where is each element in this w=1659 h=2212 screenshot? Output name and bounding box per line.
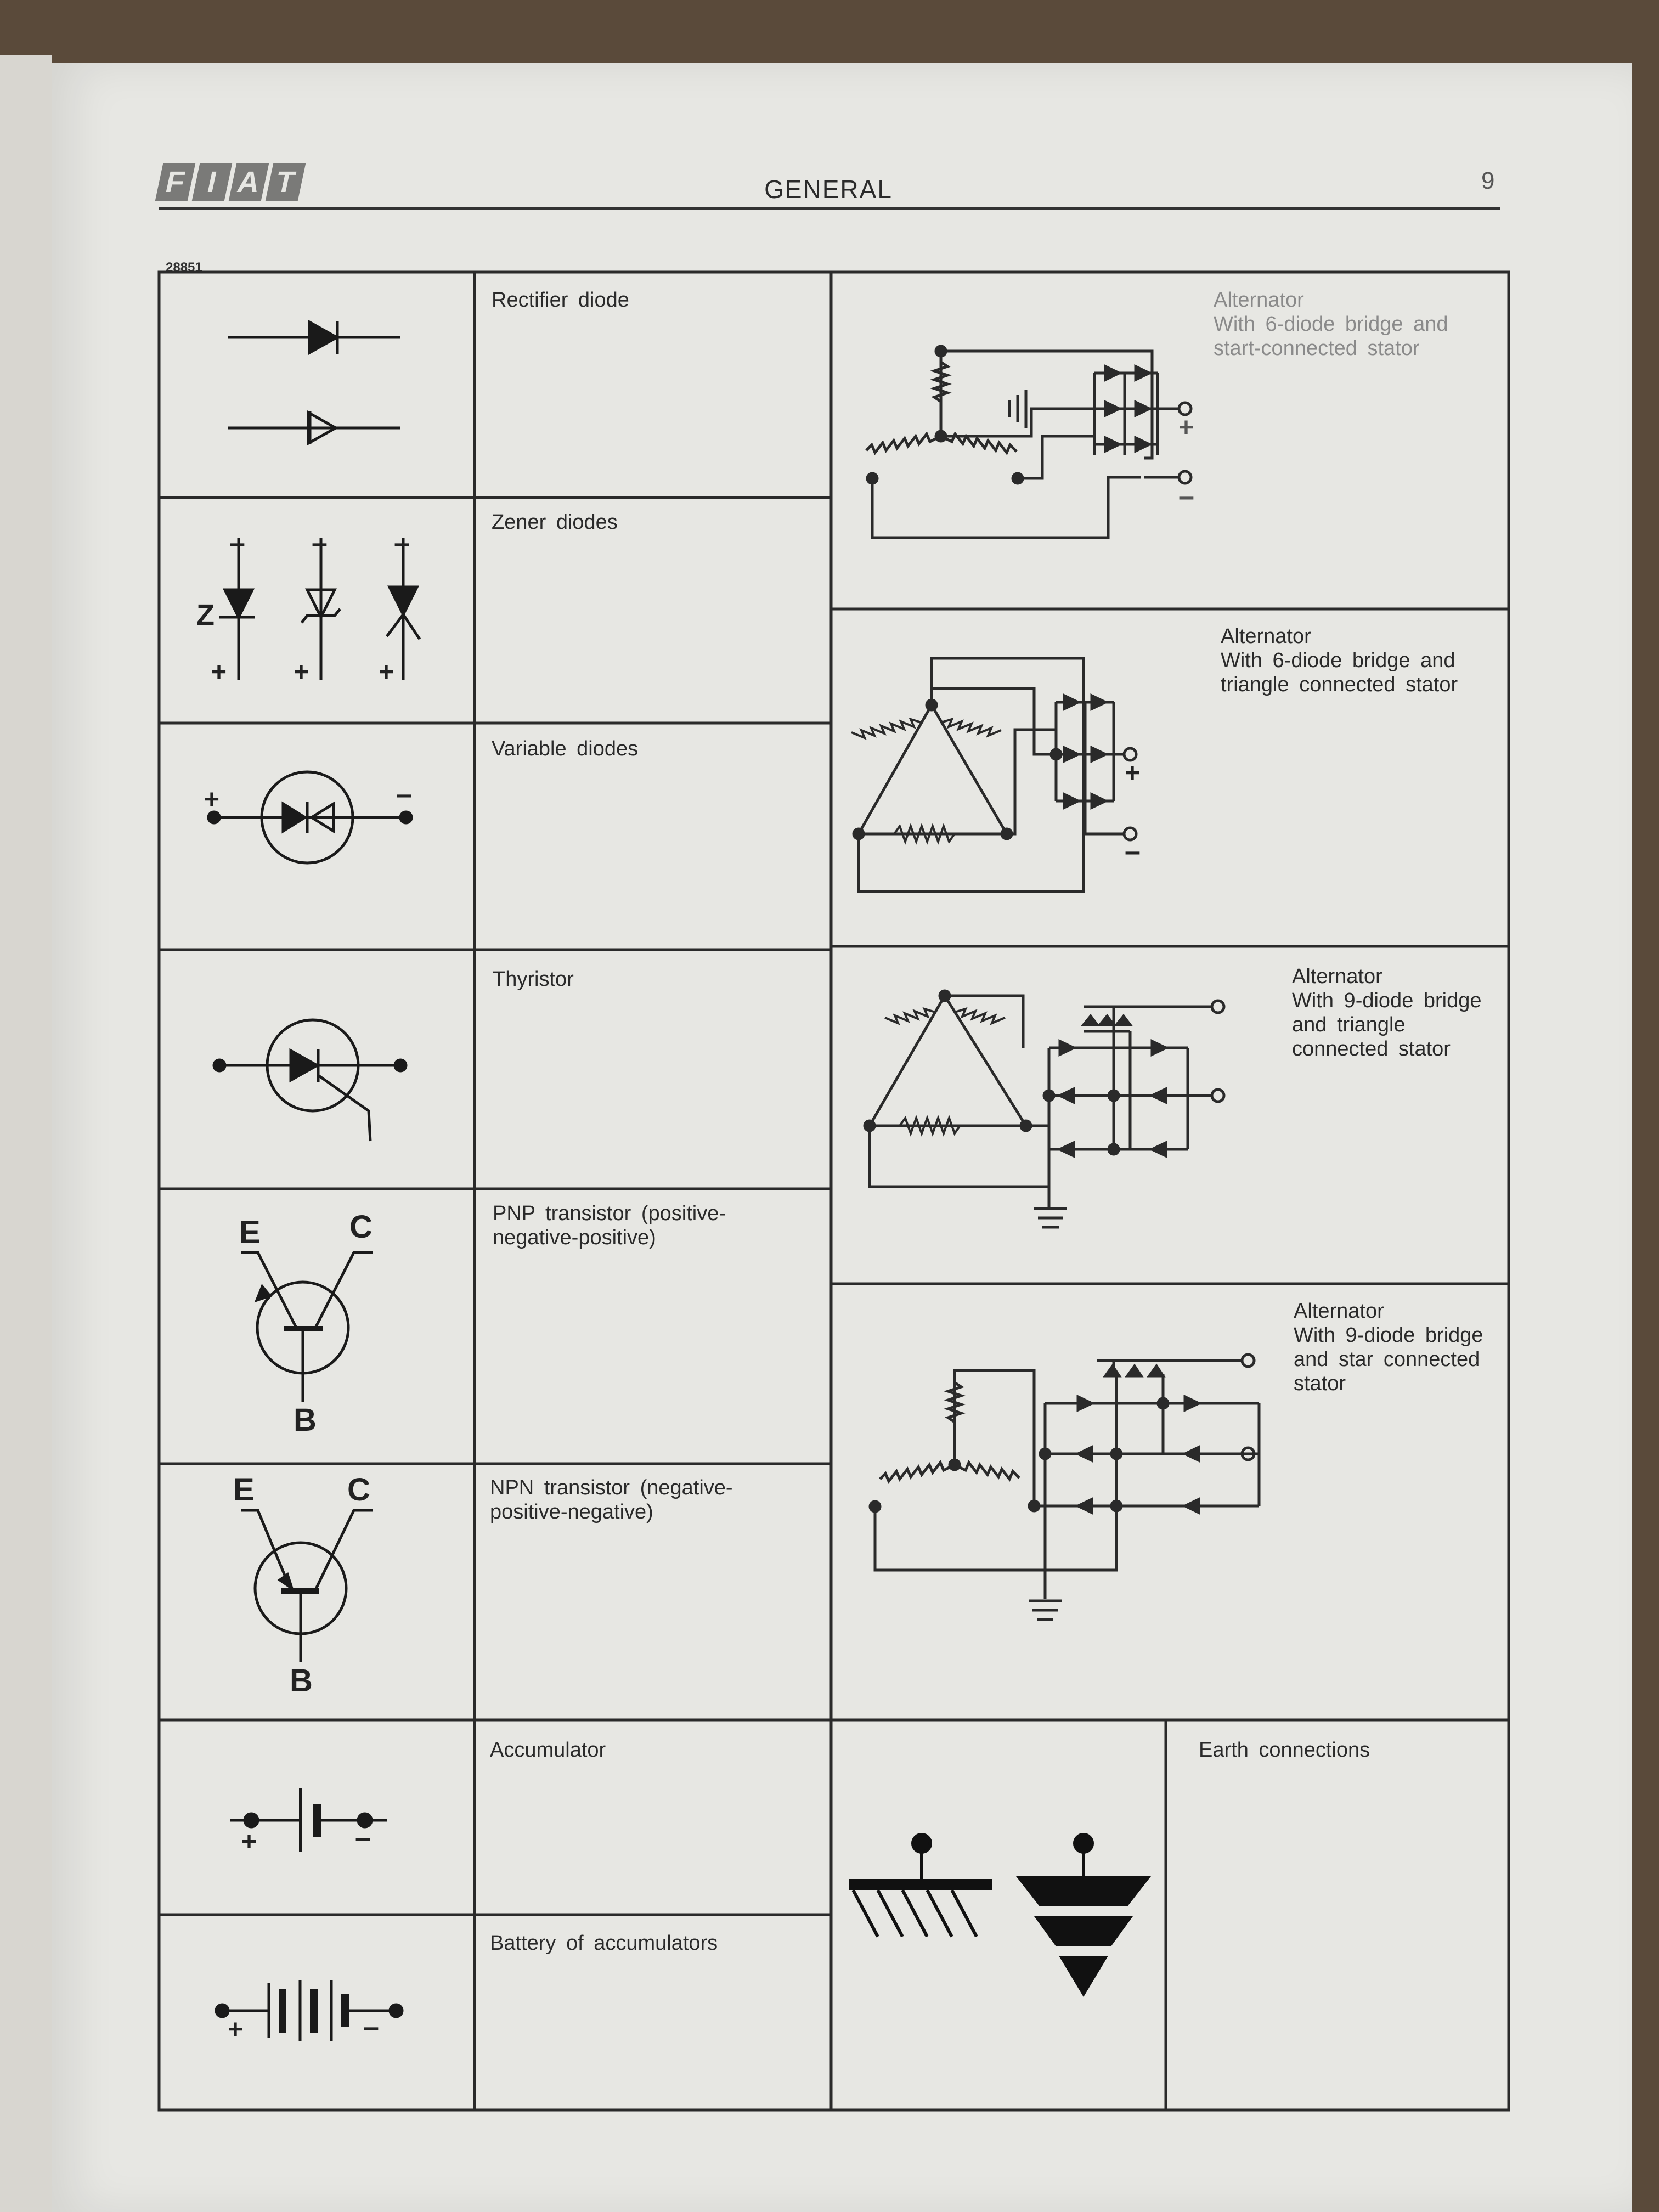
battery-minus-mark: – — [363, 2011, 379, 2043]
alternator-line: With 6-diode bridge and — [1214, 313, 1448, 336]
manual-page — [52, 63, 1632, 2212]
battery-plus-mark: + — [228, 2015, 244, 2044]
zener-z-mark: Z — [196, 599, 215, 631]
alternator-line: and triangle — [1292, 1013, 1406, 1036]
page-title: GENERAL — [764, 175, 893, 204]
alternator-title: Alternator — [1221, 625, 1311, 648]
zener-plus-mark: + — [211, 658, 227, 687]
alternator-line: connected stator — [1292, 1037, 1451, 1060]
pnp-base-mark: B — [294, 1402, 317, 1438]
variable-diodes-label: Variable diodes — [492, 737, 639, 760]
alternator-9diode-triangle-diagram — [863, 989, 1226, 1229]
alternator1-minus-mark: – — [1178, 481, 1194, 512]
earth-connections-label: Earth connections — [1199, 1739, 1370, 1762]
npn-transistor-label: NPN transistor (negative- positive-negat… — [490, 1476, 733, 1524]
alternator2-minus-mark: – — [1125, 836, 1141, 867]
alternator-line: With 6-diode bridge and — [1221, 649, 1455, 672]
accumulator-symbol — [230, 1788, 387, 1852]
pnp-emitter-mark: E — [239, 1215, 261, 1250]
label-line: positive-negative) — [490, 1500, 653, 1523]
label-line: negative-positive) — [493, 1226, 656, 1249]
alternator-line: start-connected stator — [1214, 337, 1420, 360]
variable-diodes-symbol — [207, 770, 413, 865]
alternator-line: With 9-diode bridge — [1294, 1324, 1483, 1347]
alternator-title: Alternator — [1214, 289, 1304, 312]
alternator-6diode-triangle-diagram — [851, 657, 1138, 893]
thyristor-symbol — [212, 1018, 408, 1142]
alternator-line: With 9-diode bridge — [1292, 989, 1482, 1012]
thyristor-label: Thyristor — [493, 968, 574, 991]
pnp-transistor-label: PNP transistor (positive- negative-posit… — [493, 1201, 726, 1250]
alternator-title: Alternator — [1294, 1300, 1384, 1323]
zener-minus-mark: – — [394, 527, 410, 559]
zener-minus-mark: – — [229, 527, 245, 559]
alternator-2-label: Alternator With 6-diode bridge and trian… — [1221, 624, 1458, 697]
battery-symbol — [215, 1980, 404, 2041]
accumulator-plus-mark: + — [241, 1827, 257, 1857]
variable-minus-mark: – — [396, 778, 412, 810]
alternator-9diode-star-diagram — [868, 1353, 1261, 1621]
table-grid — [157, 270, 1510, 2112]
page-number: 9 — [1481, 167, 1495, 194]
alternator-6diode-star-diagram — [865, 345, 1193, 539]
pnp-collector-mark: C — [349, 1209, 373, 1245]
book-left-page-edge — [0, 55, 52, 2212]
alternator-line: triangle connected stator — [1221, 673, 1458, 696]
alternator2-plus-mark: + — [1125, 759, 1141, 788]
zener-plus-mark: + — [294, 658, 309, 687]
rectifier-diode-label: Rectifier diode — [492, 289, 629, 312]
npn-base-mark: B — [290, 1663, 313, 1699]
npn-transistor-symbol — [241, 1509, 373, 1662]
earth-connections-symbol — [849, 1833, 1151, 1997]
alternator-line: and star connected — [1294, 1348, 1480, 1371]
accumulator-minus-mark: – — [355, 1822, 371, 1854]
npn-collector-mark: C — [347, 1472, 370, 1508]
alternator-line: stator — [1294, 1372, 1346, 1395]
alternator-4-label: Alternator With 9-diode bridge and star … — [1294, 1299, 1483, 1396]
zener-diodes-label: Zener diodes — [492, 511, 618, 534]
zener-minus-mark: – — [312, 527, 328, 559]
npn-emitter-mark: E — [233, 1472, 255, 1508]
zener-plus-mark: + — [379, 658, 394, 687]
rectifier-diode-symbol — [228, 319, 400, 446]
pnp-transistor-symbol — [241, 1251, 373, 1402]
label-line: NPN transistor (negative- — [490, 1476, 733, 1499]
alternator-3-label: Alternator With 9-diode bridge and trian… — [1292, 964, 1482, 1061]
alternator-1-label: Alternator With 6-diode bridge and start… — [1214, 288, 1448, 360]
alternator1-plus-mark: + — [1178, 413, 1194, 442]
label-line: PNP transistor (positive- — [493, 1202, 726, 1225]
zener-diodes-symbol — [219, 538, 421, 680]
battery-of-accumulators-label: Battery of accumulators — [490, 1932, 718, 1955]
alternator-title: Alternator — [1292, 965, 1383, 988]
variable-plus-mark: + — [204, 785, 220, 814]
accumulator-label: Accumulator — [490, 1739, 606, 1762]
header-rule — [159, 207, 1500, 210]
